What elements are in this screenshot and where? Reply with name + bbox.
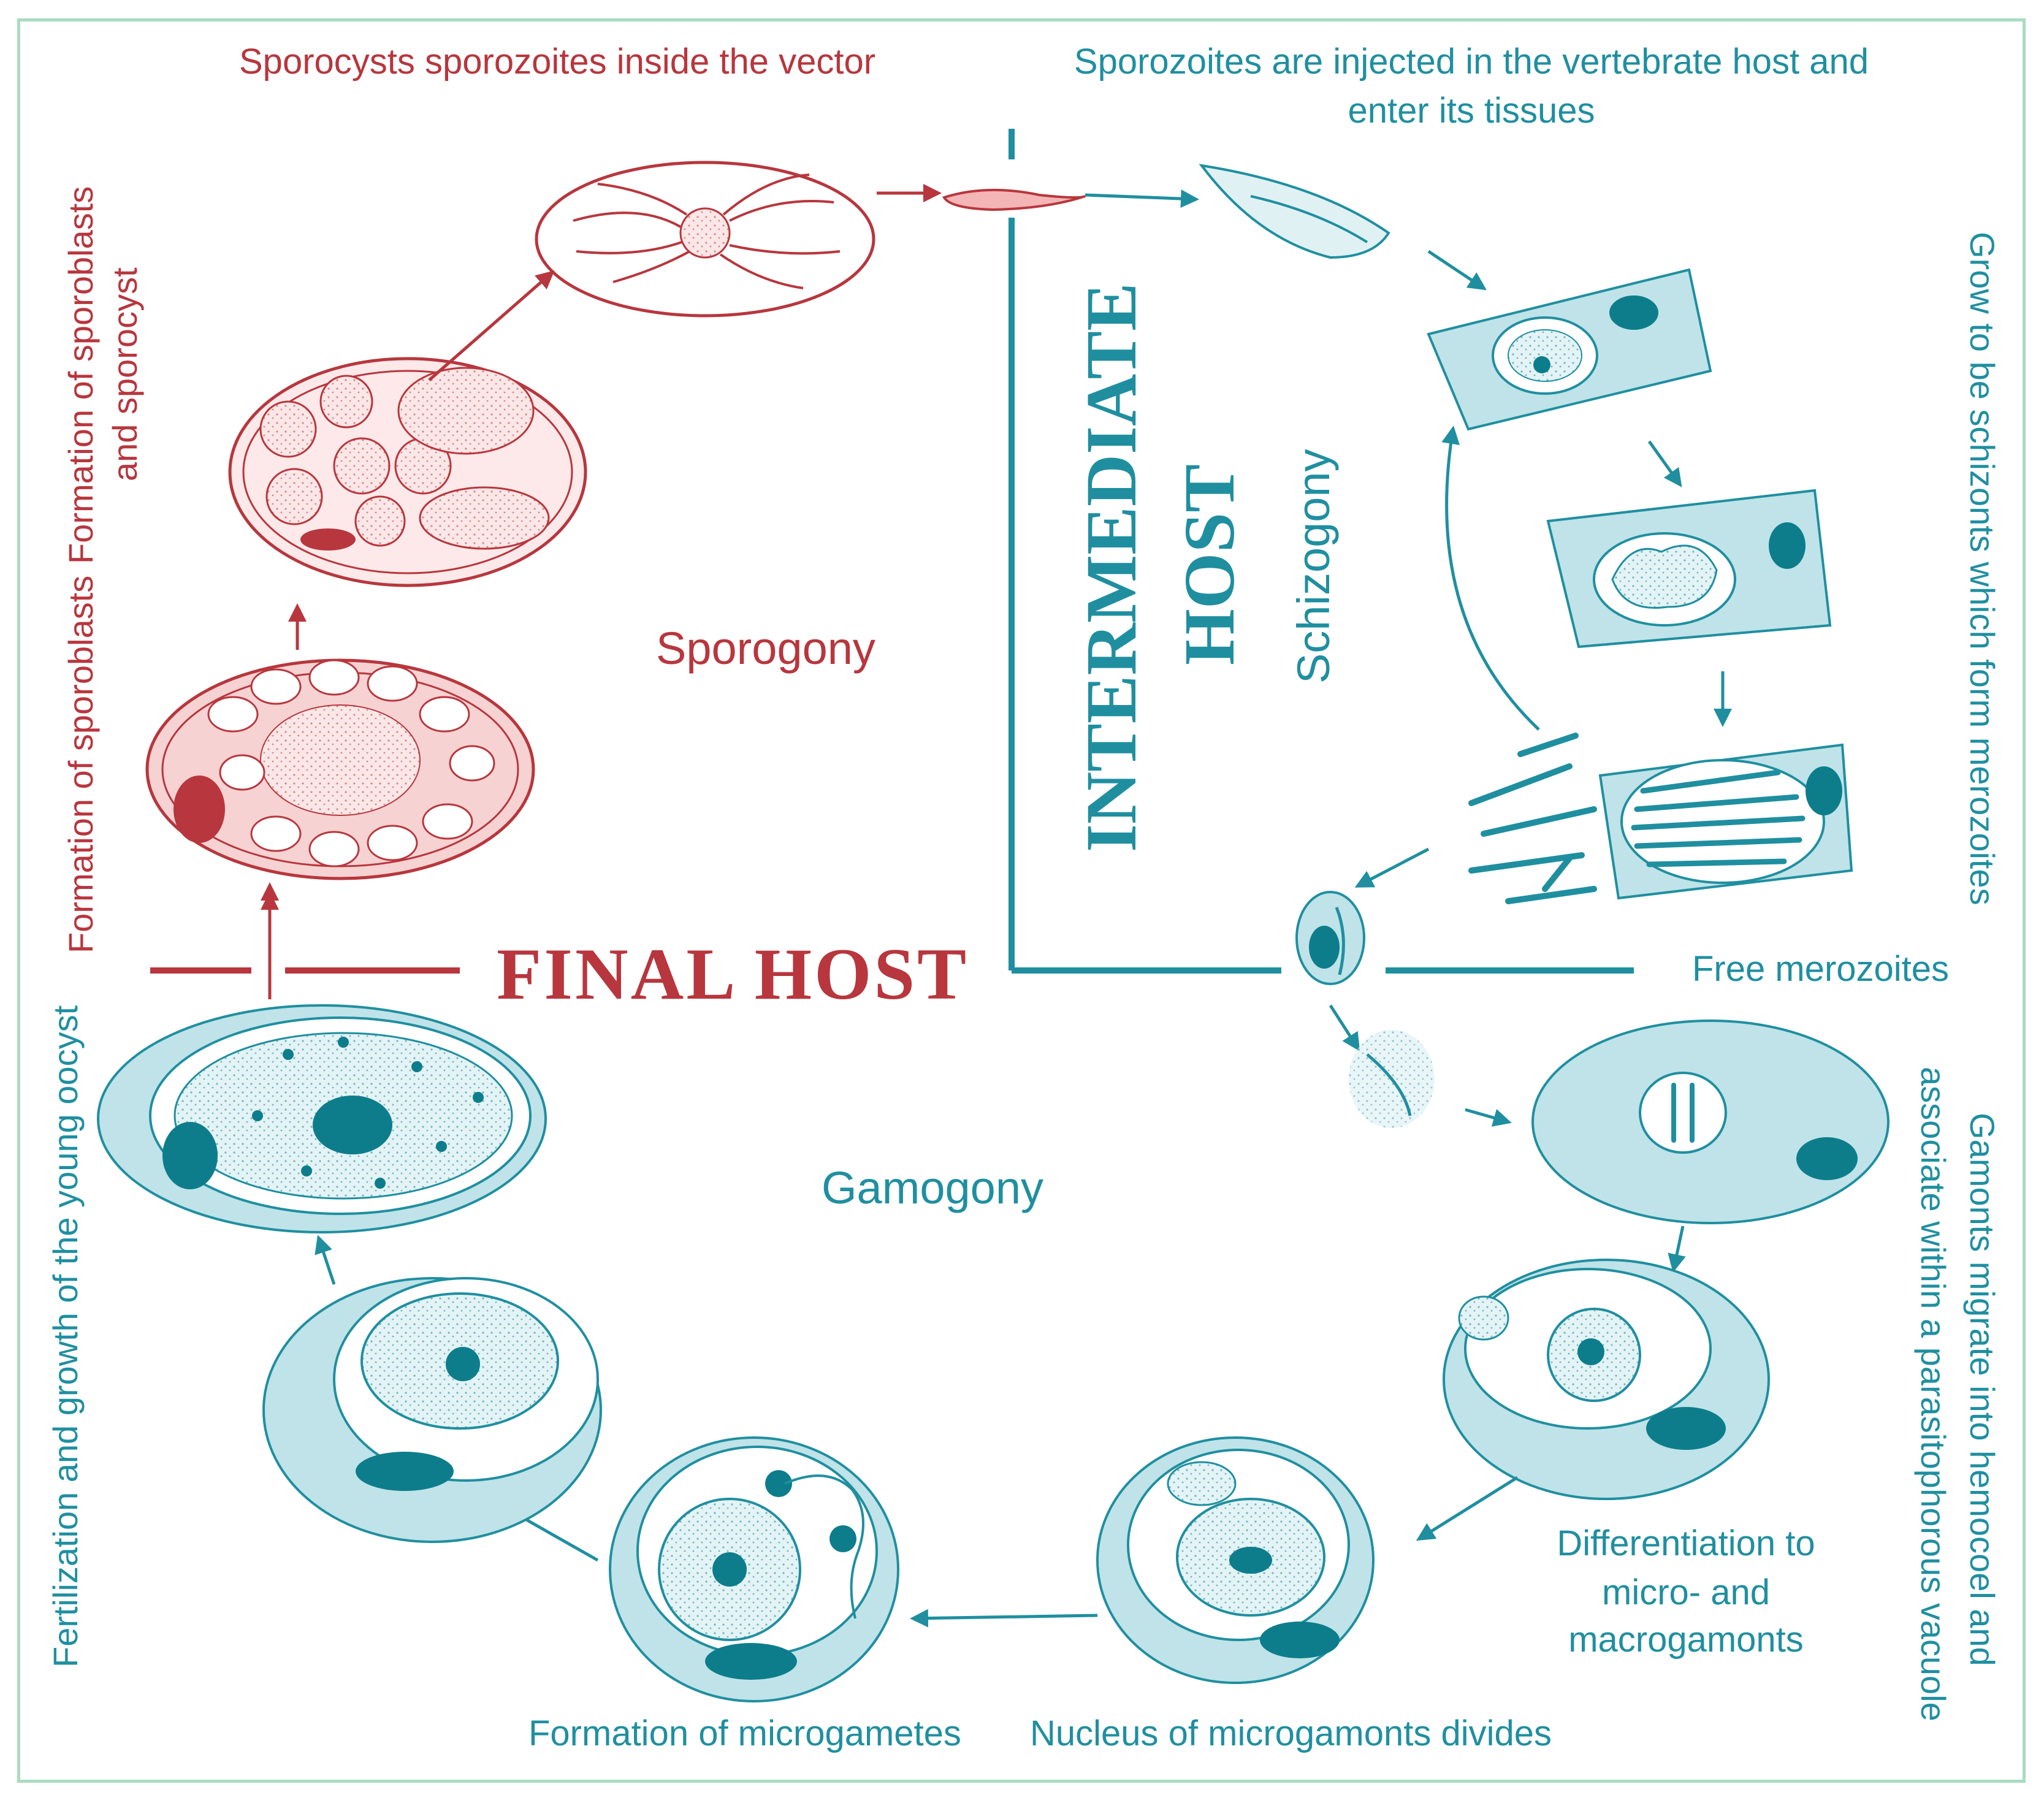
host-cell-segmenter	[1598, 743, 1853, 900]
sporocyst-cell	[228, 357, 587, 587]
free-sporozoite	[942, 188, 1086, 212]
sporogony-label: Sporogony	[656, 623, 875, 674]
host-label: HOST	[1169, 464, 1249, 665]
sporozoites-injected-label-2: enter its tissues	[1348, 91, 1595, 131]
arrow-to-host-cell	[1427, 250, 1487, 291]
young-oocyst-cell	[97, 1004, 547, 1233]
diagram-frame	[17, 18, 2026, 1783]
micro-macro-gamont-cell	[1443, 1259, 1770, 1500]
arrow-to-schizont	[1647, 440, 1682, 487]
differentiation-label-3: macrogamonts	[1568, 1620, 1804, 1660]
free-merozoite-cell	[1295, 891, 1365, 985]
differentiation-label-1: Differentiation to	[1557, 1523, 1815, 1563]
free-merozoites-label: Free merozoites	[1692, 949, 1950, 989]
gamont-pair-cell	[1531, 1020, 1890, 1224]
intermediate-host-divider	[1009, 129, 1634, 974]
fertilization-label: Fertilization and growth of the young oo…	[46, 1005, 85, 1668]
sporocysts-label: Sporocysts sporozoites inside the vector	[239, 42, 876, 82]
dividing-microgamont-cell	[1096, 1436, 1375, 1684]
schizogony-label: Schizogony	[1288, 449, 1339, 684]
arrow-to-microgametes	[910, 1609, 1098, 1628]
arrow-to-oocyst	[315, 1235, 336, 1285]
gamonts-label-2: associate within a parasitophorous vacuo…	[1914, 1067, 1953, 1721]
formation-sporoblasts-sporocyst-label-1: Formation of sporoblasts	[61, 186, 100, 564]
arrow-to-differentiation	[1668, 1226, 1686, 1273]
arrow-reinfection	[1441, 425, 1540, 731]
sporozoite-cluster-cell	[535, 161, 875, 318]
migrating-merozoite	[1349, 1030, 1435, 1128]
host-cell-trophozoite	[1427, 268, 1712, 431]
arrow-to-free-merozoite	[1354, 847, 1430, 888]
entering-sporozoite	[1199, 164, 1390, 259]
arrow-to-gamonts	[1465, 1108, 1512, 1127]
sporoblast-cell	[145, 658, 535, 880]
nucleus-divides-label: Nucleus of microgamonts divides	[1030, 1713, 1552, 1753]
formation-sporoblasts-label: Formation of sporoblasts	[61, 575, 100, 953]
formation-sporoblasts-sporocyst-label-2: and sporocyst	[105, 267, 144, 481]
formation-microgametes-label: Formation of microgametes	[528, 1713, 961, 1753]
arrow-to-host	[1085, 189, 1199, 208]
final-host-label: FINAL HOST	[497, 933, 969, 1015]
gamonts-label-1: Gamonts migrate into hemocoel and	[1963, 1113, 2002, 1666]
differentiation-label-2: micro- and	[1602, 1572, 1770, 1612]
arrow-to-sporozoites	[428, 270, 555, 381]
host-cell-schizont	[1546, 489, 1832, 649]
sporozoites-injected-label-1: Sporozoites are injected in the vertebra…	[1073, 42, 1869, 82]
arrow-to-migration	[1329, 1004, 1360, 1052]
released-merozoites	[1468, 733, 1597, 904]
zygote-cell	[262, 1277, 602, 1543]
microgamete-formation-cell	[609, 1436, 899, 1702]
arrow-to-dividing	[1416, 1476, 1519, 1541]
grow-schizonts-label: Grow to be schizonts which form merozoit…	[1963, 232, 2002, 905]
gamogony-label: Gamogony	[822, 1162, 1043, 1213]
intermediate-label: INTERMEDIATE	[1071, 283, 1151, 852]
